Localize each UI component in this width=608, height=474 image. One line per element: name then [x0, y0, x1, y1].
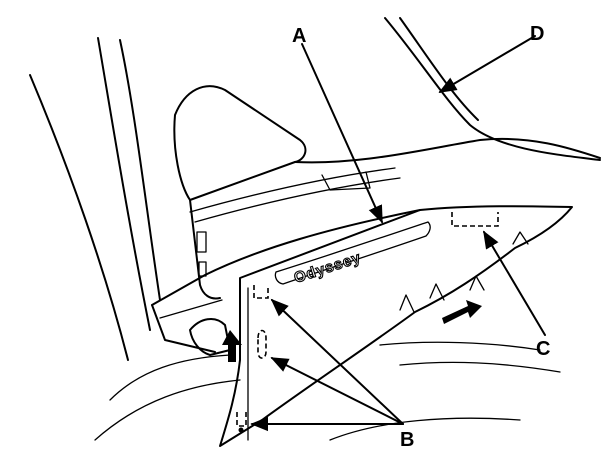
- label-d: D: [530, 23, 544, 45]
- seat-structure: [151, 85, 601, 356]
- leader-lines: [250, 35, 546, 432]
- label-b: B: [400, 429, 414, 451]
- body-outline: [29, 17, 601, 441]
- label-c: C: [536, 338, 550, 360]
- label-a: A: [292, 25, 306, 47]
- movement-arrows: [222, 300, 482, 362]
- hidden-clips: [236, 212, 499, 433]
- trim-panel: [219, 205, 573, 447]
